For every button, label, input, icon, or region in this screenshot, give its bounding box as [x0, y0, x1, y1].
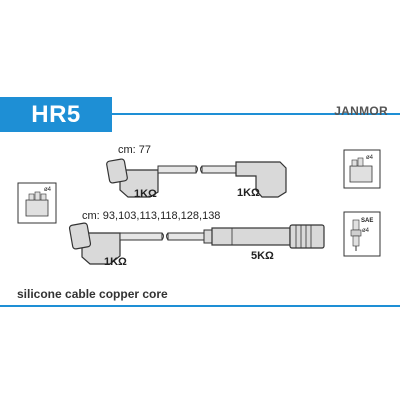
top-cable-lengths: cm: 77: [118, 144, 151, 156]
spark-plug-icon: SAE ø4: [343, 211, 381, 257]
distributor-cap-icon: ø4: [343, 149, 381, 189]
bottom-straight-boot: [203, 224, 325, 249]
bottom-cable-lengths: cm: 93,103,113,118,128,138: [82, 210, 220, 222]
footer-note: silicone cable copper core: [17, 287, 168, 301]
top-right-resistance: 1KΩ: [237, 187, 260, 199]
left-distributor-count: ø4: [44, 187, 52, 193]
top-left-boot: [106, 158, 159, 198]
bottom-left-resistance: 1KΩ: [104, 256, 127, 268]
brand-name: JANMOR: [334, 104, 388, 118]
bottom-left-boot: [68, 222, 121, 265]
bottom-right-resistance: 5KΩ: [251, 250, 274, 262]
bottom-cable-wire-right: [167, 232, 205, 241]
right-distributor-count: ø4: [366, 155, 374, 161]
footer-rule: [0, 305, 400, 307]
spark-plug-label: SAE: [361, 218, 373, 224]
top-left-resistance: 1KΩ: [134, 188, 157, 200]
bottom-cable-wire-left: [119, 232, 163, 241]
product-code: HR5: [0, 97, 112, 132]
top-cable-wire-left: [157, 165, 197, 174]
distributor-cap-icon: ø4: [17, 182, 57, 224]
spark-plug-size: ø4: [362, 228, 370, 234]
top-cable-wire-right: [201, 165, 237, 174]
top-right-boot: [235, 161, 287, 198]
header-rule: [0, 113, 400, 115]
bottom-cable: cm: 93,103,113,118,128,138 1KΩ 5KΩ: [68, 210, 325, 268]
header-bar: HR5: [0, 97, 400, 132]
top-cable: cm: 77 1KΩ 1KΩ: [106, 144, 287, 200]
